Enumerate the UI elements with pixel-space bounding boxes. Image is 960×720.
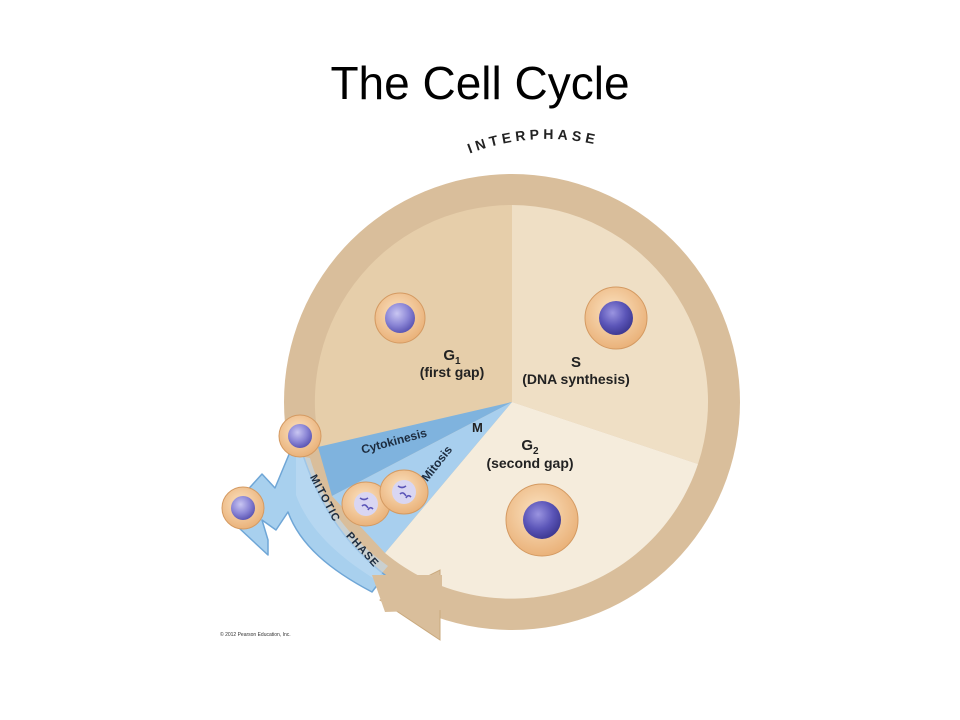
- g2-nucleus-icon: [523, 501, 561, 539]
- g2-name-label: (second gap): [486, 455, 573, 471]
- s-symbol-label: S: [571, 354, 581, 371]
- g1-nucleus-icon: [385, 303, 415, 333]
- ring-arrow-stub: [372, 575, 442, 612]
- g2-symbol-label: G2: [521, 437, 539, 457]
- cytokinesis-wedge: [318, 402, 512, 496]
- g1-symbol-label: G1: [443, 347, 461, 367]
- g1-name-label: (first gap): [420, 364, 485, 380]
- mitotic-phase-arrow-inner: [296, 455, 388, 580]
- daughter-nucleus-top-icon: [288, 424, 312, 448]
- daughter-nucleus-bottom-icon: [231, 496, 255, 520]
- copyright-notice: © 2012 Pearson Education, Inc.: [220, 632, 291, 638]
- dividing-cell-icon: [341, 469, 429, 527]
- m-label: M: [472, 420, 483, 435]
- s-nucleus-icon: [599, 301, 633, 335]
- slide-title: The Cell Cycle: [330, 57, 630, 109]
- interphase-label: INTERPHASE: [465, 126, 600, 156]
- s-name-label: (DNA synthesis): [522, 371, 630, 387]
